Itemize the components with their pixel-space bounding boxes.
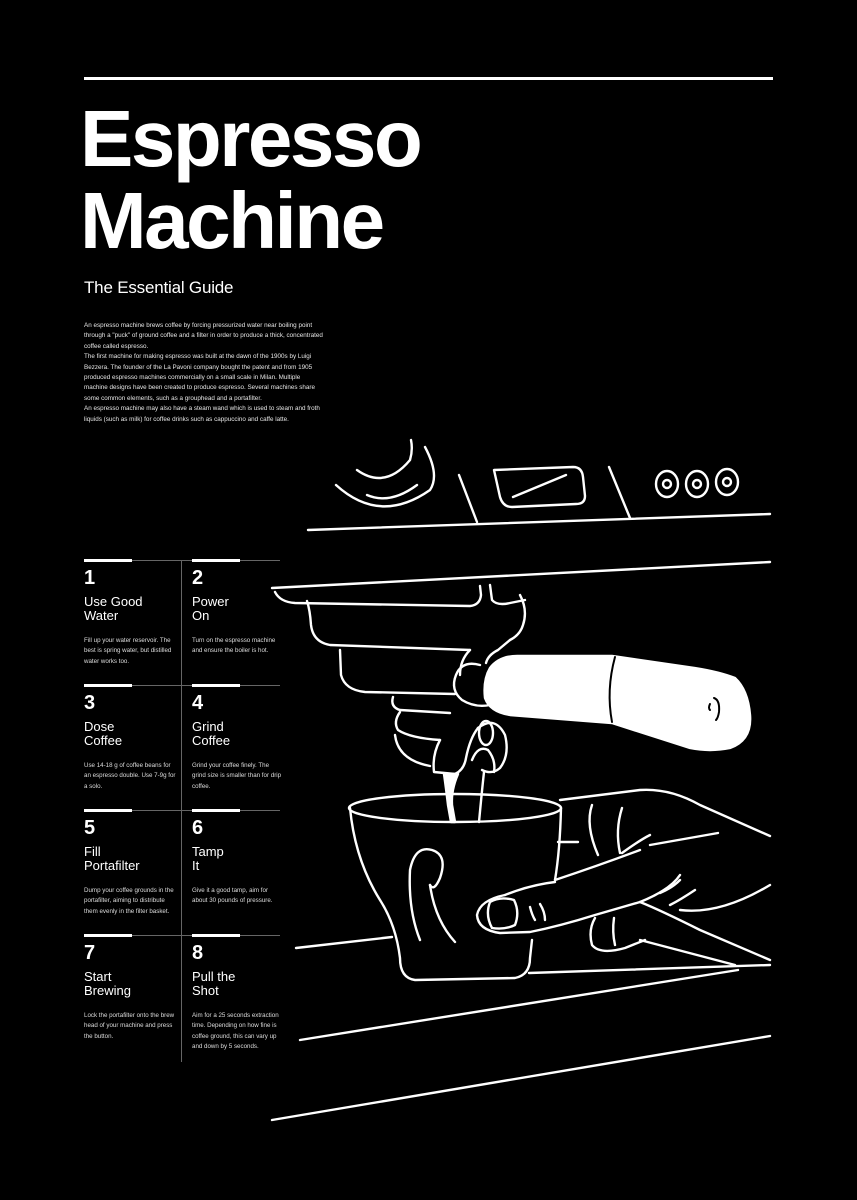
step-rule [192,559,240,562]
step-description: Dump your coffee grounds in the portafil… [84,887,174,915]
handle-hook-icon [708,697,721,721]
step-rule [84,934,132,937]
intro-paragraph: An espresso machine may also have a stea… [84,405,320,423]
poster-title: Espresso Machine [80,94,423,265]
step-description: Give it a good tamp, aim for about 30 po… [192,887,273,905]
step-number: 3 [84,692,96,714]
handle-seam-icon [608,656,616,723]
step-rule [84,809,132,812]
intro-paragraph: An espresso machine brews coffee by forc… [84,322,323,350]
group-head-icon [273,583,527,696]
title-line-1: Espresso [80,94,423,183]
title-line-2: Machine [80,176,385,265]
top-rule [84,77,773,80]
step-description: Turn on the espresso machine and ensure … [192,637,276,655]
step-rule [192,934,240,937]
panel-divider-icon [457,473,479,524]
portafilter-icon [391,662,508,776]
display-panel-icon [492,465,587,509]
portafilter-handle-icon [483,654,752,752]
step-rule [192,684,240,687]
step-number: 8 [192,942,204,964]
column-divider [181,560,182,1062]
step-number: 7 [84,942,96,964]
step-rule [84,559,132,562]
espresso-stream-icon [442,772,460,824]
step-rule [192,809,240,812]
drip-tray-line-icon [270,1034,772,1122]
hand-icon [475,788,772,967]
intro-text: An espresso machine brews coffee by forc… [84,321,324,425]
row-rule [84,935,280,936]
panel-divider-icon [607,465,632,520]
step-description: Lock the portafilter onto the brew head … [84,1012,175,1040]
step-number: 1 [84,567,96,589]
row-rule [84,685,280,686]
step-description: Grind your coffee finely. The grind size… [192,762,282,790]
row-rule [84,560,280,561]
step-description: Fill up your water reservoir. The best i… [84,637,172,665]
espresso-cup-icon [347,792,563,982]
step-description: Aim for a 25 seconds extraction time. De… [192,1012,279,1051]
poster-subtitle: The Essential Guide [84,278,234,297]
espresso-stream-icon [477,770,486,824]
step-number: 2 [192,567,204,589]
control-buttons-icon [654,467,740,499]
step-number: 5 [84,817,96,839]
pressure-gauge-icon [334,438,436,508]
step-rule [84,684,132,687]
drip-tray-line-icon [298,963,772,1042]
machine-body-line-icon [270,560,772,590]
counter-line-icon [294,935,394,950]
panel-bottom-line-icon [306,512,772,532]
row-rule [84,810,280,811]
step-number: 6 [192,817,204,839]
step-description: Use 14-18 g of coffee beans for an espre… [84,762,176,790]
step-number: 4 [192,692,204,714]
intro-paragraph: The first machine for making espresso wa… [84,353,316,402]
